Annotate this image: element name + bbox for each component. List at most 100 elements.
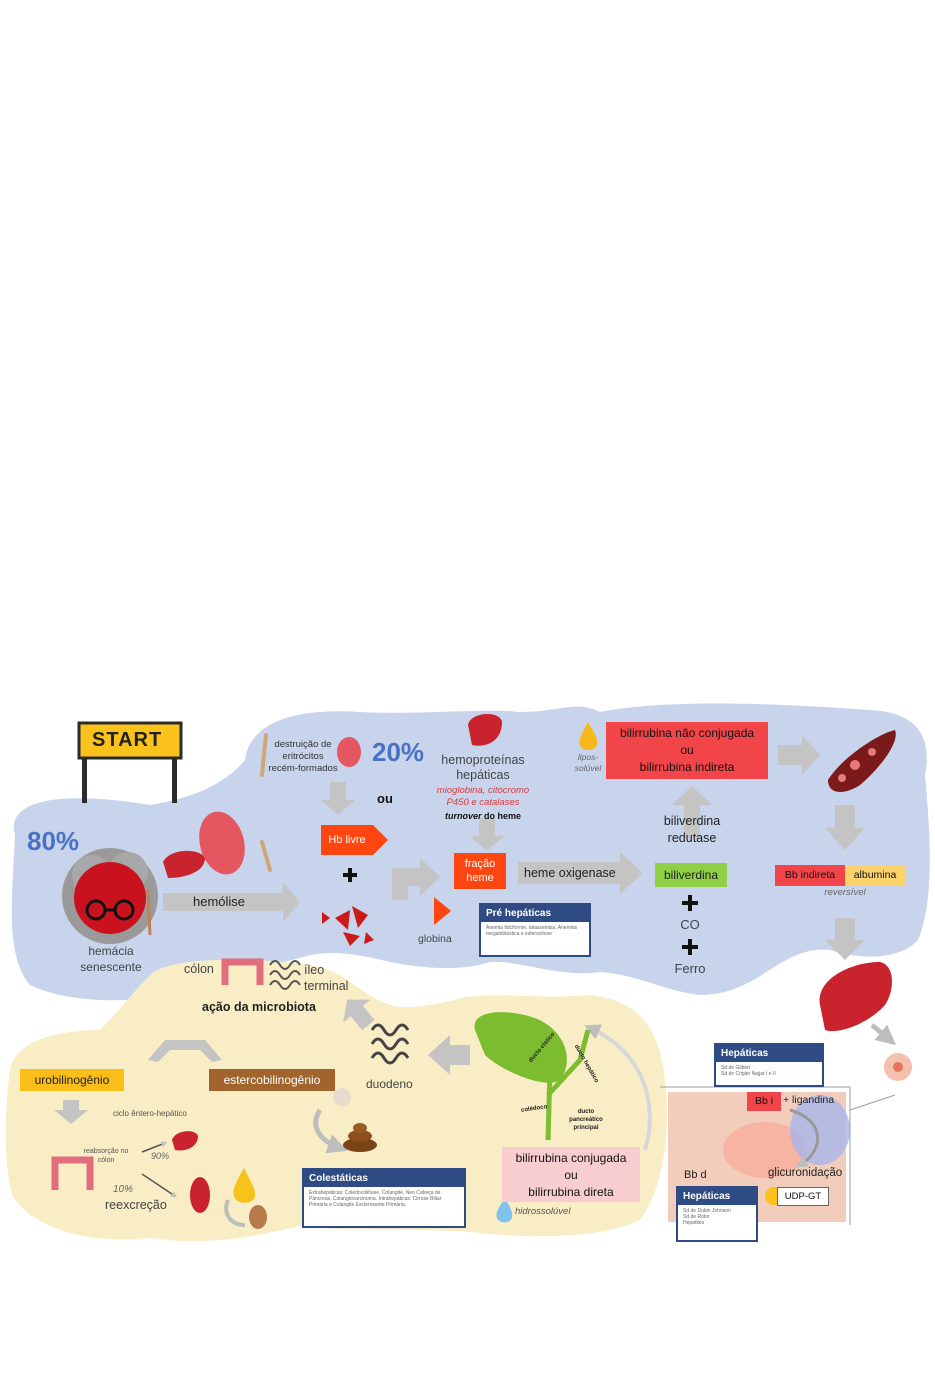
- fracao-heme-box: fração heme: [454, 853, 506, 889]
- ileo-line2: terminal: [304, 979, 349, 993]
- turnover-heme-label: turnover do heme: [425, 811, 541, 821]
- turnover-rest: do heme: [481, 811, 522, 821]
- hepatocyte-nucleus: [723, 1122, 807, 1178]
- destruicao-line3: recém-formados: [268, 763, 338, 774]
- colestaticas-body: Extrahepáticas: Coledocolitíase, Colangi…: [309, 1190, 442, 1208]
- colon-icon: [51, 1156, 94, 1190]
- hepaticas-bottom-b1: Sd de Dubin Johnson: [683, 1208, 731, 1214]
- urobilinogenio-box: urobilinogênio: [20, 1069, 124, 1091]
- hepaticas-top-title: Hepáticas: [716, 1045, 822, 1062]
- bilirrubina-conjugada-box: bilirrubina conjugada ou bilirrubina dir…: [502, 1147, 640, 1202]
- hb-livre-arrow-tip: [373, 825, 388, 855]
- pre-hepaticas-title: Pré hepáticas: [481, 905, 589, 922]
- ligandina-label: + ligandina: [783, 1094, 835, 1106]
- liver-icon-large: [819, 962, 892, 1032]
- ileo-terminal-label: íleo terminal: [304, 962, 348, 994]
- reabsorcao-line2: cólon: [97, 1157, 115, 1164]
- spleen-icon: [337, 737, 361, 767]
- hemoproteinas-line1: hemoproteínas: [441, 753, 525, 767]
- hepaticas-top-b1: Sd de Gilbert: [721, 1065, 751, 1071]
- bone-icon: [260, 733, 268, 777]
- hemoproteinas-line2: hepáticas: [456, 768, 510, 782]
- bb-i-box: Bb i: [747, 1092, 781, 1111]
- colon-icon: [221, 958, 264, 985]
- plus-icon: [343, 868, 357, 882]
- arrow-diag: [141, 1173, 177, 1198]
- ileo-line1: íleo: [304, 963, 325, 977]
- start-sign-label: START: [92, 729, 163, 751]
- senescent-rbc-icon: [62, 848, 158, 944]
- start-sign-icon: [77, 721, 183, 803]
- kidney-icon: [190, 1177, 210, 1213]
- hemolise-label: hemólise: [193, 894, 246, 909]
- liver-icon: [172, 1131, 198, 1151]
- bnc-line2: ou: [680, 743, 694, 757]
- plus-icon: [682, 939, 698, 955]
- percent-20: 20%: [372, 737, 425, 767]
- biliverdina-redutase-label: biliverdina redutase: [652, 813, 732, 847]
- plus-icon: [682, 895, 698, 911]
- bc-line3: bilirrubina direta: [528, 1185, 614, 1199]
- zoom-arrow: [870, 1023, 897, 1046]
- albumina-box: albumina: [845, 865, 905, 886]
- hidrossoluvel-label: hidrossolúvel: [515, 1206, 571, 1217]
- fracao-line2: heme: [466, 872, 494, 884]
- turnover-word: turnover: [444, 811, 482, 821]
- fracao-line1: fração: [464, 858, 496, 870]
- bone-icon: [260, 840, 272, 872]
- destruicao-line2: eritrócitos: [282, 751, 324, 762]
- pre-hepaticas-panel: Pré hepáticas Anemia falciforme, talasse…: [479, 903, 591, 957]
- blue-drop-icon: [496, 1198, 513, 1223]
- percent-80: 80%: [27, 826, 80, 856]
- liver-icon: [163, 850, 205, 878]
- hemoproteinas-examples: mioglobina, citocromo P450 e catalases: [418, 785, 548, 809]
- arrow-curve-bile: [584, 1024, 652, 1151]
- ciclo-entero-hepatico-label: ciclo êntero-hepático: [113, 1109, 187, 1118]
- bb-indireta-box: Bb indireta: [775, 865, 845, 886]
- hepaticas-top-b2: Sd de Crigler Najjar I e II: [721, 1071, 776, 1077]
- cell-border-line: [849, 1094, 896, 1111]
- faded-feces-icon: [333, 1088, 351, 1106]
- biliverdina-box: biliverdina: [655, 863, 727, 887]
- or-label: ou: [377, 791, 393, 806]
- arrow-down: [321, 782, 355, 815]
- estercobilinogenio-box: estercobilinogênio: [209, 1069, 335, 1091]
- arrow-bent: [392, 858, 440, 900]
- lipos-line2: solúvel: [574, 763, 602, 773]
- senescent-rbc-label: hemácia senescente: [70, 943, 152, 975]
- feces-icon: [343, 1123, 377, 1152]
- arrow-diag: [141, 1141, 168, 1153]
- rbc-line1: hemácia: [88, 944, 134, 958]
- reabsorcao-label: reabsorção no cólon: [70, 1147, 142, 1165]
- reexcrecao-label: reexcreção: [105, 1198, 167, 1212]
- bc-line2: ou: [564, 1168, 578, 1182]
- lipossoluvel-label: lipos- solúvel: [566, 752, 610, 774]
- acao-microbiota-label: ação da microbiota: [202, 1000, 316, 1014]
- arrow-down: [825, 918, 865, 960]
- ducto-pancreatico-label: ducto pancreático principal: [569, 1109, 603, 1131]
- arrow-bent: [148, 1040, 222, 1062]
- rbc-line2: senescente: [80, 960, 142, 974]
- destruicao-line1: destruição de: [274, 739, 332, 750]
- bnc-line3: bilirrubina indireta: [639, 760, 735, 774]
- arrow-right: [778, 735, 820, 775]
- arrow-down: [470, 818, 504, 851]
- bilirrubina-nao-conjugada-box: bilirrubina não conjugada ou bilirrubina…: [606, 722, 768, 779]
- arrow-down: [825, 805, 865, 850]
- co-label: CO: [680, 917, 700, 932]
- small-intestine-icon: [269, 960, 301, 990]
- organelle-blob: [790, 1095, 850, 1165]
- recycle-arrow: [224, 1199, 246, 1227]
- arrow-left: [428, 1035, 470, 1075]
- urine-drop-icon: [233, 1168, 256, 1203]
- liver-icon: [468, 714, 502, 746]
- heme-oxigenase-label: heme oxigenase: [524, 866, 616, 880]
- lipos-line1: lipos-: [577, 752, 599, 762]
- reversivel-label: reversível: [824, 887, 866, 898]
- arrow-up: [672, 786, 712, 838]
- duodeno-label: duodeno: [366, 1077, 413, 1091]
- hemoproteinas-label: hemoproteínas hepáticas: [425, 753, 541, 783]
- pre-hepaticas-body: Anemia falciforme, talassemias, Anemias …: [486, 925, 578, 937]
